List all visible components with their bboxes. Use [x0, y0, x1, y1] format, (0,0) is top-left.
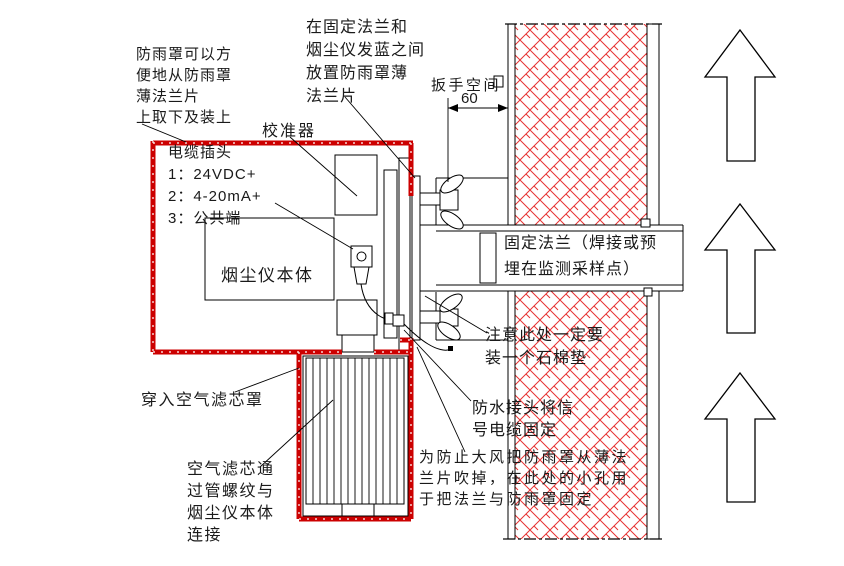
leader-lines	[141, 96, 488, 468]
label-filter-cover-note: 穿入空气滤芯罩	[141, 392, 264, 409]
dim-arrow-right	[498, 104, 508, 112]
wing-nut-bottom	[419, 293, 463, 341]
label-rain-cover-note: 防雨罩可以方 便地从防雨罩 薄法兰片 上取下及装上	[136, 46, 233, 126]
label-wrench-space: 扳手空间	[431, 77, 502, 94]
mounting-plate	[383, 169, 398, 339]
cable-end	[448, 346, 453, 351]
instrument-body-outline	[204, 217, 335, 301]
air-filter	[302, 355, 409, 520]
dust-meter-assembly	[204, 154, 421, 353]
body-lower-column	[336, 299, 378, 336]
label-cable-plug: 电缆插头 1：24VDC+ 2：4-20mA+ 3：公共端	[168, 144, 262, 227]
flow-arrows	[703, 28, 777, 503]
label-wrench-dim: 60	[461, 90, 478, 107]
label-flange-spacer-note: 在固定法兰和 烟尘仪发蓝之间 放置防雨罩薄 法兰片	[306, 19, 426, 105]
label-calibrator: 校准器	[262, 123, 317, 140]
label-wind-note: 为防止大风把防雨罩从薄法 兰片吹掉，在此处的小孔用 于把法兰与防雨罩固定	[419, 449, 630, 508]
filter-housing-inner	[302, 355, 409, 517]
flow-arrow-up-3	[703, 371, 777, 503]
flow-arrow-up-2	[703, 202, 777, 334]
sampling-tube	[420, 75, 684, 297]
weld-marker-top	[640, 218, 651, 228]
label-asbestos-note: 注意此处一定要 装一个石棉垫	[485, 327, 605, 367]
dim-arrow-left	[448, 104, 458, 112]
thin-flange-plate-b	[411, 175, 421, 341]
cable-connector	[350, 245, 373, 268]
calibrator-box	[334, 154, 378, 216]
weld-marker-bottom	[643, 287, 653, 297]
dimension-60	[447, 98, 508, 182]
filter-neck	[341, 334, 375, 353]
waterproof-gland	[384, 312, 394, 325]
cable-plug-body	[353, 266, 370, 285]
flange-gasket-block	[479, 232, 497, 284]
signal-cable	[350, 245, 453, 351]
flow-arrow-up-1	[703, 28, 777, 162]
label-instrument-body: 烟尘仪本体	[221, 266, 314, 285]
label-fixed-flange: 固定法兰（焊接或预 埋在监测采样点）	[504, 235, 658, 278]
wall-bracket-marker	[493, 75, 504, 88]
label-filter-thread-note: 空气滤芯通 过管螺纹与 烟尘仪本体 连接	[187, 461, 275, 544]
rain-cover-outline	[150, 140, 414, 522]
wing-nut-top	[419, 174, 464, 230]
label-waterproof-note: 防水接头将信 号电缆固定	[472, 400, 575, 439]
